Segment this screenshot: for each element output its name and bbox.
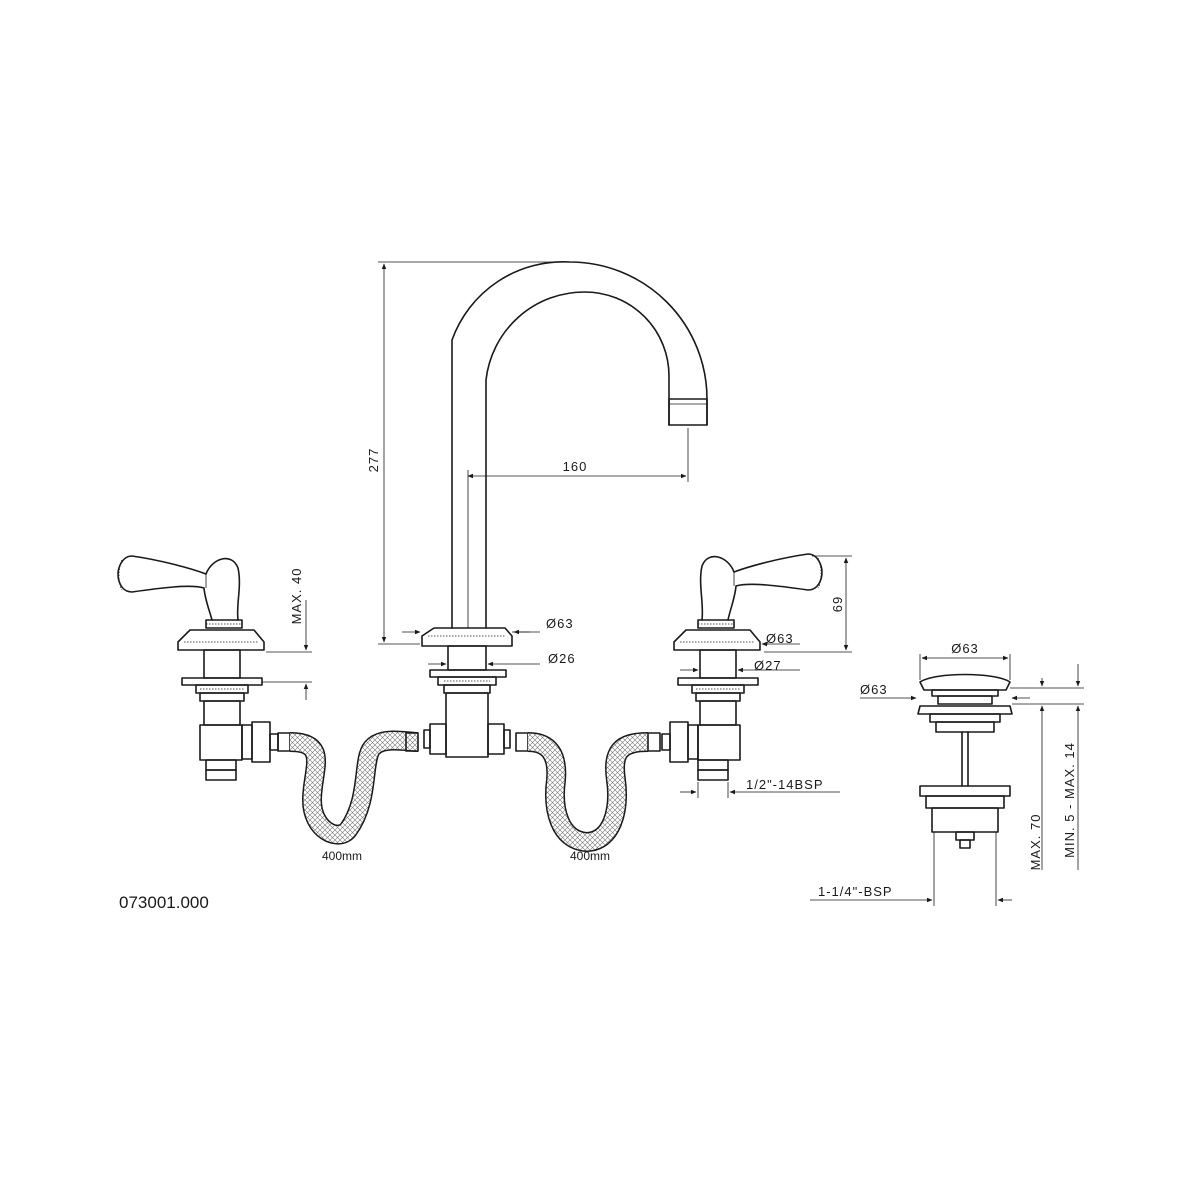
handle-shank-diameter-label: Ø27 <box>754 658 782 673</box>
spout-base-diameter-label: Ø63 <box>546 616 574 631</box>
waste-cap-diameter-label: Ø63 <box>951 641 979 656</box>
waste-max-length-label: MAX. 70 <box>1028 814 1043 871</box>
max-deck-thickness-label: MAX. 40 <box>289 568 304 625</box>
inlet-thread-label: 1/2"-14BSP <box>746 777 824 792</box>
dimension-lines <box>262 261 1084 906</box>
hose-left <box>277 730 419 845</box>
spout-height-label: 277 <box>366 448 381 473</box>
hose-right <box>515 732 661 853</box>
hose-length-left-label: 400mm <box>322 849 362 863</box>
handle-height-label: 69 <box>830 596 845 612</box>
waste-thread-label: 1-1/4"-BSP <box>818 884 893 899</box>
handle-base-diameter-label: Ø63 <box>766 631 794 646</box>
product-code: 073001.000 <box>119 893 209 912</box>
waste-flange-diameter-label: Ø63 <box>860 682 888 697</box>
waste-deck-range-label: MIN. 5 - MAX. 14 <box>1062 742 1077 858</box>
spout <box>421 261 708 758</box>
left-valve <box>117 555 279 781</box>
hose-length-right-label: 400mm <box>570 849 610 863</box>
spout-shank-diameter-label: Ø26 <box>548 651 576 666</box>
pop-up-waste <box>917 673 1013 849</box>
right-valve <box>661 553 823 781</box>
spout-reach-label: 160 <box>563 459 588 474</box>
